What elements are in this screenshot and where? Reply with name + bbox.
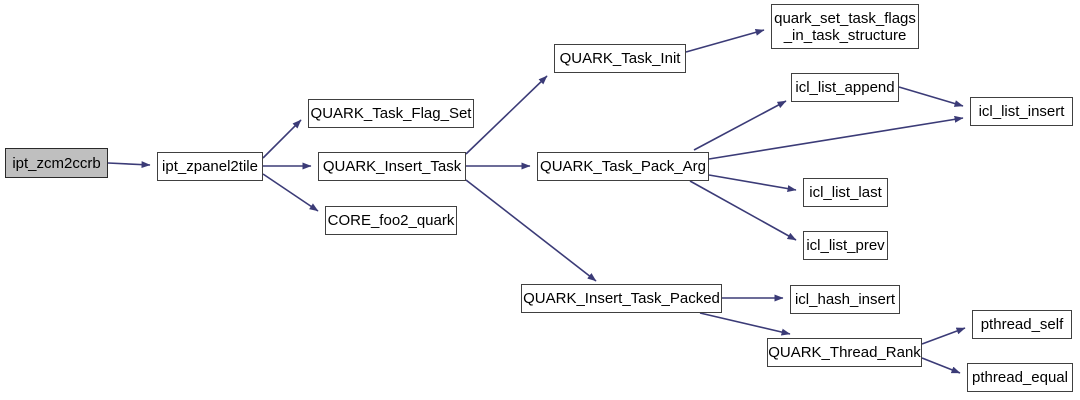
graph-node-label: ipt_zpanel2tile (162, 158, 258, 175)
graph-node-label: pthread_equal (972, 369, 1068, 386)
graph-node-label: quark_set_task_flags _in_task_structure (774, 9, 916, 44)
call-edge (465, 179, 597, 282)
graph-node-label: QUARK_Insert_Task_Packed (523, 290, 720, 307)
graph-node-icl_list_insert[interactable]: icl_list_insert (970, 97, 1073, 126)
graph-node-QUARK_Task_Flag_Set[interactable]: QUARK_Task_Flag_Set (308, 99, 474, 128)
graph-node-QUARK_Task_Init[interactable]: QUARK_Task_Init (554, 44, 686, 73)
graph-node-QUARK_Insert_Task[interactable]: QUARK_Insert_Task (318, 152, 466, 181)
graph-node-pthread_equal[interactable]: pthread_equal (967, 363, 1073, 392)
call-edge (693, 100, 787, 151)
graph-node-label: icl_list_prev (806, 237, 885, 254)
call-edge (465, 75, 548, 155)
graph-node-icl_list_prev[interactable]: icl_list_prev (803, 231, 888, 260)
graph-node-icl_hash_insert[interactable]: icl_hash_insert (790, 285, 900, 314)
graph-node-label: QUARK_Task_Init (559, 50, 681, 67)
call-edge (262, 119, 302, 159)
graph-node-label: icl_list_append (795, 79, 895, 96)
graph-node-icl_list_append[interactable]: icl_list_append (791, 73, 899, 102)
graph-node-label: QUARK_Task_Pack_Arg (540, 158, 706, 175)
call-edge (921, 357, 961, 374)
graph-node-label: CORE_foo2_quark (327, 212, 455, 229)
graph-node-label: QUARK_Insert_Task (322, 158, 462, 175)
graph-node-label: ipt_zcm2ccrb (12, 154, 101, 172)
call-edge (685, 28, 765, 53)
call-edge (262, 173, 319, 212)
graph-node-label: QUARK_Thread_Rank (768, 344, 921, 361)
call-edge (921, 327, 966, 345)
call-edge (898, 86, 964, 107)
call-edge (708, 115, 964, 160)
graph-node-ipt_zpanel2tile[interactable]: ipt_zpanel2tile (157, 152, 263, 181)
graph-node-label: QUARK_Task_Flag_Set (310, 105, 472, 122)
call-edge (708, 174, 797, 193)
graph-node-label: icl_list_insert (978, 103, 1065, 120)
call-edge (689, 180, 797, 241)
graph-node-pthread_self[interactable]: pthread_self (972, 310, 1072, 339)
graph-node-QUARK_Task_Pack_Arg[interactable]: QUARK_Task_Pack_Arg (537, 152, 709, 181)
graph-node-QUARK_Insert_Task_Packed[interactable]: QUARK_Insert_Task_Packed (521, 284, 722, 313)
graph-node-icl_list_last[interactable]: icl_list_last (803, 178, 888, 207)
graph-node-label: icl_hash_insert (794, 291, 896, 308)
graph-node-label: pthread_self (980, 316, 1064, 333)
call-edge (699, 312, 791, 336)
graph-node-ipt_zcm2ccrb[interactable]: ipt_zcm2ccrb (5, 148, 108, 178)
graph-node-label: icl_list_last (809, 184, 882, 201)
call-edge (107, 161, 151, 169)
graph-node-quark_set_task_flags[interactable]: quark_set_task_flags _in_task_structure (771, 4, 919, 49)
graph-node-QUARK_Thread_Rank[interactable]: QUARK_Thread_Rank (767, 338, 922, 367)
graph-node-CORE_foo2_quark[interactable]: CORE_foo2_quark (325, 206, 457, 235)
